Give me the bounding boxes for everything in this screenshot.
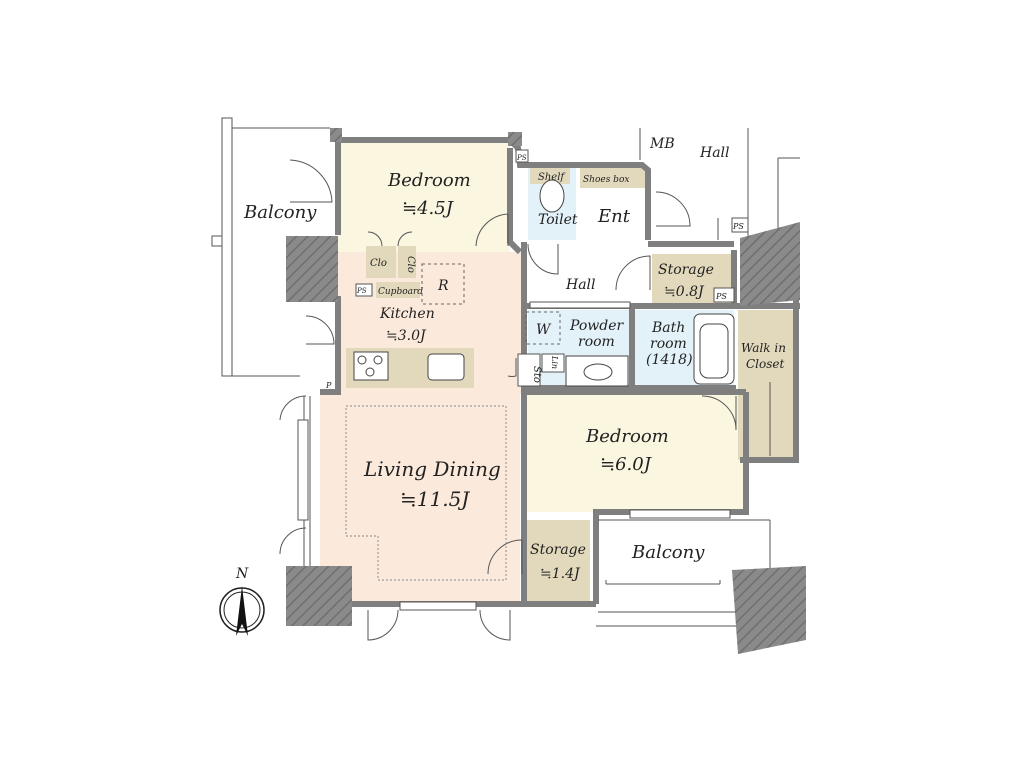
ps-label-4: PS	[715, 292, 727, 301]
bedroom-north-name: Bedroom	[387, 170, 471, 191]
mb-label: MB	[649, 136, 675, 152]
shelf	[530, 168, 570, 184]
kitchen-name: Kitchen	[379, 306, 435, 322]
sto-label: Sto	[531, 366, 542, 383]
bedroom-north-size: ≒4.5J	[402, 198, 455, 219]
kitchen-size: ≒3.0J	[386, 328, 427, 344]
bath-line1: Bath	[651, 320, 685, 336]
clo-label-2: Clo	[405, 256, 416, 273]
balcony-west	[211, 117, 330, 377]
storage-north-size: ≒0.8J	[664, 284, 705, 300]
fixtures	[345, 149, 771, 581]
washbasin	[565, 355, 629, 387]
bedroom-east	[524, 392, 746, 512]
storage-south-size: ≒1.4J	[540, 566, 581, 582]
toilet-bowl	[539, 179, 565, 213]
powder-line1: Powder	[569, 318, 625, 334]
balcony-west-label: Balcony	[243, 202, 317, 223]
ent-label: Ent	[597, 206, 631, 227]
columns	[286, 128, 806, 654]
kitchen-sink	[427, 353, 465, 381]
hall-inner-label: Hall	[565, 277, 596, 293]
walkin-line1: Walk in	[741, 341, 786, 355]
closet-1	[366, 246, 396, 278]
cupboard	[376, 282, 420, 298]
compass: N	[219, 566, 265, 636]
balcony-south-label: Balcony	[631, 542, 705, 563]
bedroom-east-size: ≒6.0J	[600, 454, 653, 475]
bedroom-east-name: Bedroom	[585, 426, 669, 447]
toilet-label: Toilet	[538, 212, 578, 228]
closet-2	[398, 246, 416, 278]
storage-south	[526, 520, 590, 604]
doors	[279, 159, 737, 641]
p-label: P	[325, 381, 332, 390]
bath-line2: room	[650, 336, 687, 352]
storage-north-name: Storage	[658, 262, 714, 278]
living-size: ≒11.5J	[400, 487, 470, 511]
fridge-space	[421, 263, 465, 305]
windows	[297, 301, 731, 611]
living-dining	[320, 392, 520, 604]
bath-line3: (1418)	[646, 352, 693, 368]
storage-south-name: Storage	[530, 542, 586, 558]
powder-line2: room	[578, 334, 615, 350]
ps-label-3: PS	[732, 222, 744, 231]
washer-space	[525, 311, 561, 345]
shelf-label: Shelf	[538, 172, 566, 183]
cupboard-label: Cupboard	[378, 287, 423, 297]
bathtub	[693, 313, 735, 385]
ps-label-2: PS	[516, 154, 527, 162]
living-name: Living Dining	[363, 457, 501, 481]
hall-outer-label: Hall	[699, 145, 730, 161]
linen-label: Lin	[550, 355, 559, 369]
clo-label-1: Clo	[370, 258, 387, 269]
fridge-label: R	[437, 278, 449, 294]
shoes-box-label: Shoes box	[583, 175, 629, 185]
shoes-box	[580, 168, 648, 188]
washer-label: W	[536, 322, 552, 338]
bedroom-north	[338, 140, 510, 264]
walkin-line2: Closet	[746, 357, 785, 371]
ps-label-1: PS	[356, 287, 367, 295]
compass-north-label: N	[235, 566, 249, 582]
